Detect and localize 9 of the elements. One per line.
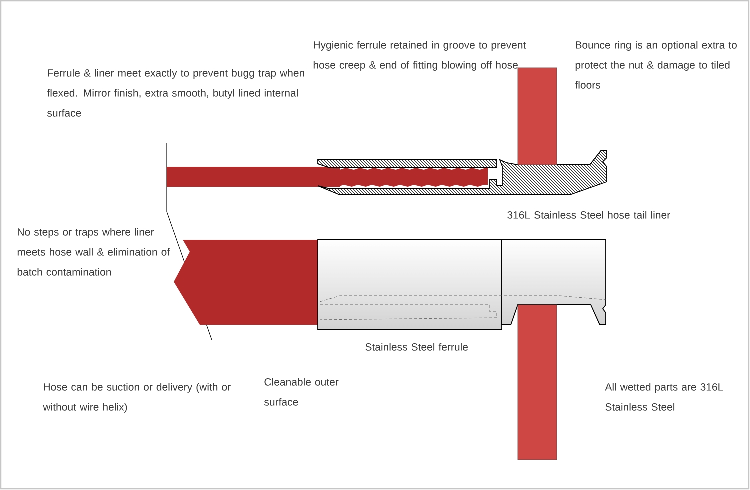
annotation-text: No steps or traps where liner meets hose wall & elimination of batch contamination xyxy=(18,228,170,276)
annotation-text: Ferrule & liner meet exactly to prevent bugg trap when flexed. Mirror finish, extra smooth, butyl lined internal surface xyxy=(47,69,304,117)
annotation-text: 316L Stainless Steel hose tail liner xyxy=(508,211,670,219)
annotation-text: Hose can be suction or delivery (with or without wire helix) xyxy=(43,383,231,413)
annotation-text: Cleanable outer surface xyxy=(264,378,339,406)
annotation-text: Hygienic ferrule retained in groove to prevent hose creep & end of fitting blowing off hose xyxy=(314,41,526,71)
annotation-text: Stainless Steel ferrule xyxy=(366,343,468,351)
annotation-text: Bounce ring is an optional extra to protect the nut & damage to tiled floors xyxy=(575,41,737,89)
annotation-text: All wetted parts are 316L Stainless Steel xyxy=(605,383,724,411)
